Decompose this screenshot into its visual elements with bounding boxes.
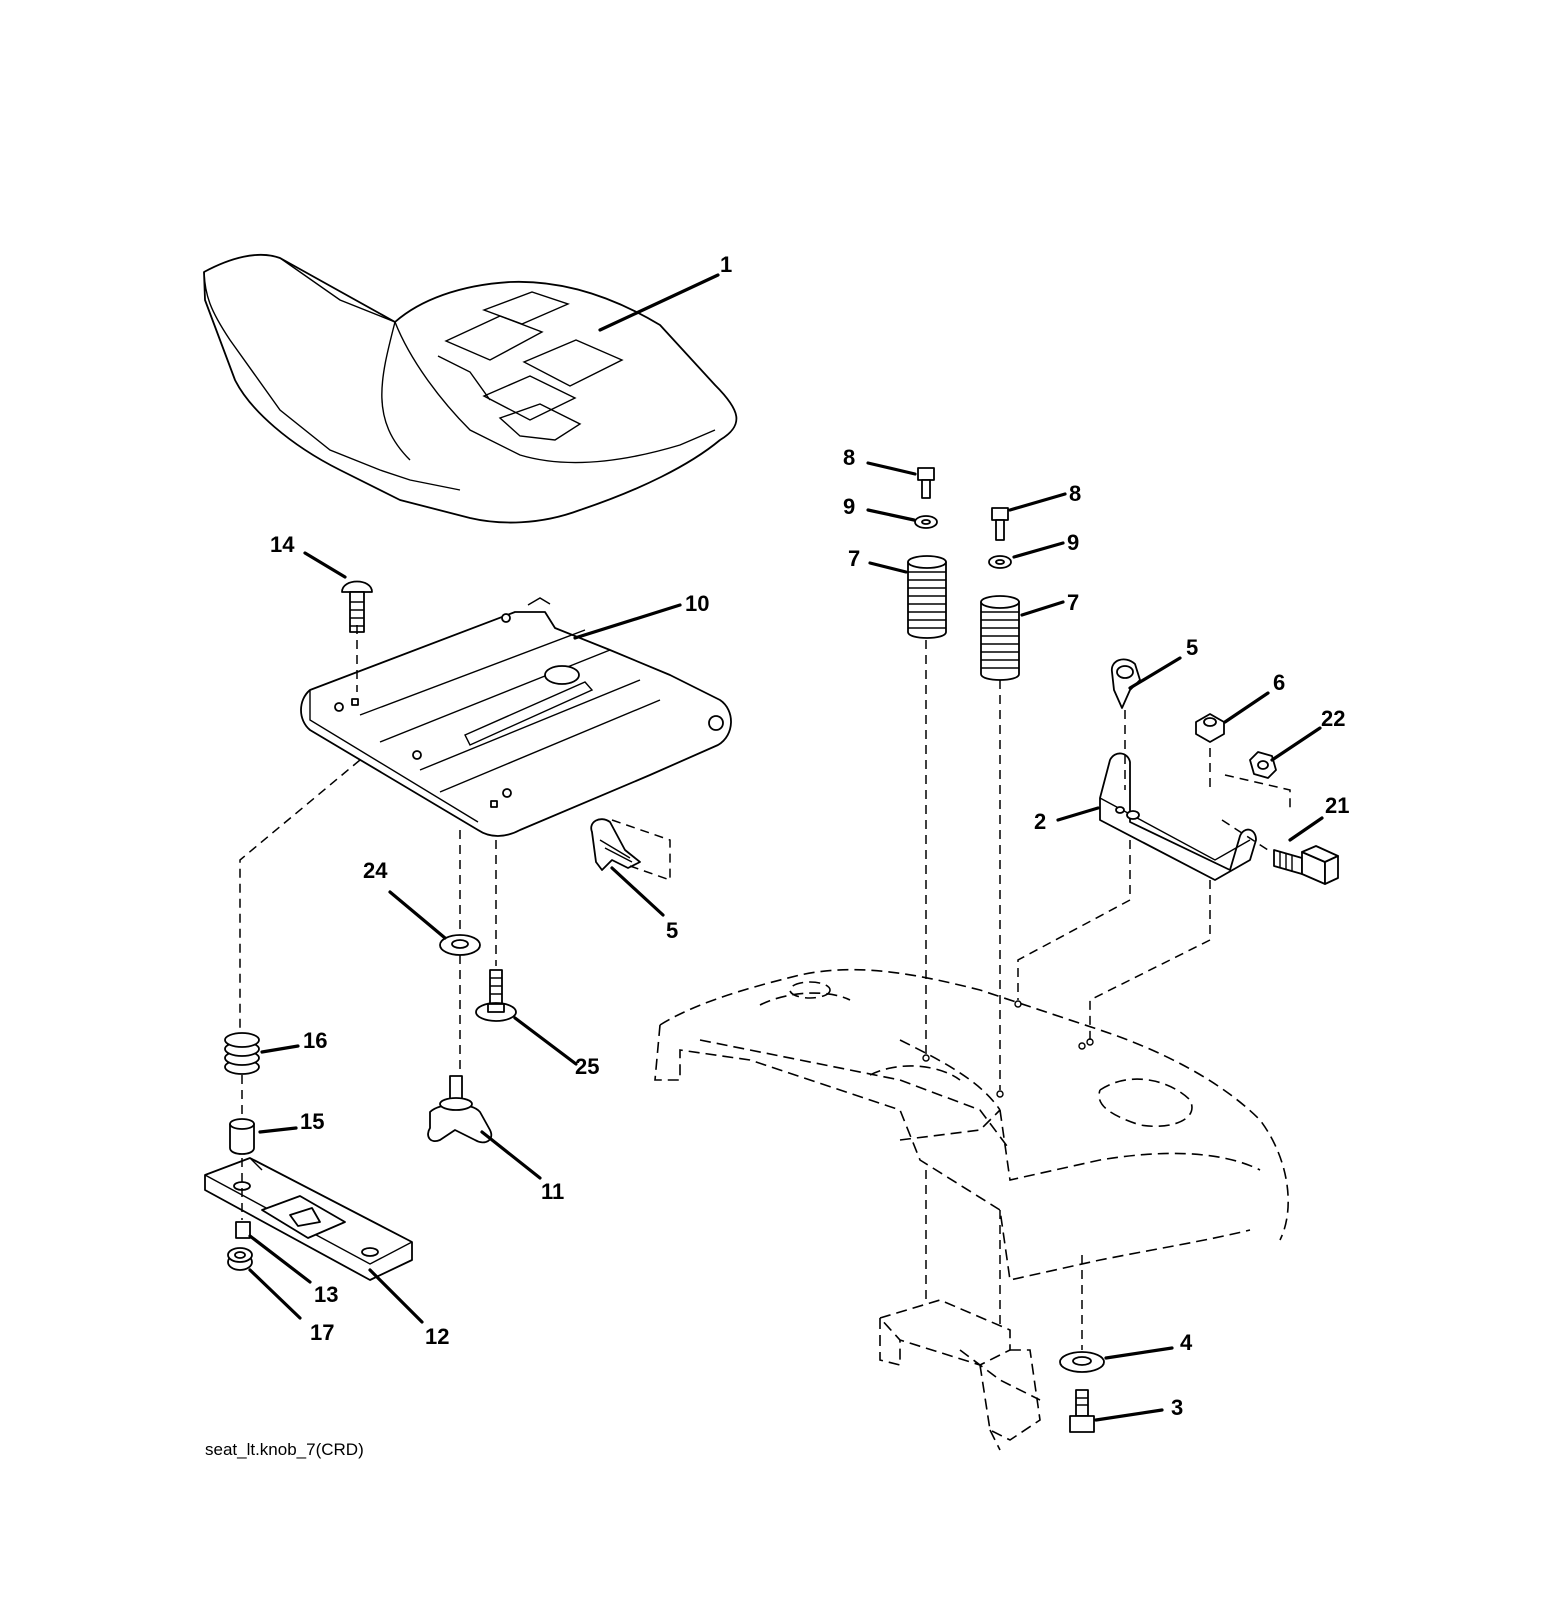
- part-spacer: [229, 1118, 255, 1155]
- callout-5-left: 5: [666, 918, 678, 943]
- part-spring-7-left: [907, 555, 947, 639]
- callout-7-left: 7: [848, 546, 860, 571]
- part-washer-9-right: [988, 555, 1012, 569]
- callout-25: 25: [575, 1054, 599, 1079]
- callout-8-right: 8: [1069, 481, 1081, 506]
- part-nut-6: [1195, 713, 1225, 743]
- callout-12: 12: [425, 1324, 449, 1349]
- callout-6: 6: [1273, 670, 1285, 695]
- part-bolt-3: [1069, 1389, 1095, 1433]
- part-carriage-bolt: [341, 580, 373, 633]
- callout-11: 11: [541, 1179, 564, 1204]
- part-washer-4: [1059, 1351, 1105, 1373]
- part-seat: [203, 253, 738, 524]
- alignment-lines: [239, 625, 1291, 1350]
- callout-9-right: 9: [1067, 530, 1079, 555]
- callout-9-left: 9: [843, 494, 855, 519]
- callout-13: 13: [314, 1282, 338, 1307]
- part-bolt-8-left: [917, 467, 935, 499]
- part-bolt-8-right: [991, 507, 1009, 541]
- callout-4: 4: [1180, 1330, 1193, 1355]
- tractor-frame-phantom: [654, 968, 1289, 1451]
- callout-22: 22: [1321, 706, 1345, 731]
- part-nut-13: [235, 1221, 251, 1239]
- part-clip-right: [1111, 658, 1141, 709]
- part-nut-17: [227, 1247, 253, 1271]
- part-washer-9-left: [914, 515, 938, 529]
- callout-21: 21: [1325, 793, 1349, 818]
- callout-1: 1: [720, 252, 732, 277]
- part-bracket-plate: [204, 1157, 413, 1281]
- callout-labels: 1 14 10 8 9 7 8 9 7 5 6 22 2 21 24 5 25 …: [270, 252, 1349, 1420]
- part-spring-16: [224, 1032, 260, 1075]
- callout-10: 10: [685, 591, 709, 616]
- callout-5-right: 5: [1186, 635, 1198, 660]
- callout-15: 15: [300, 1109, 324, 1134]
- callout-8-left: 8: [843, 445, 855, 470]
- part-spring-7-right: [980, 595, 1020, 681]
- callout-2: 2: [1034, 809, 1046, 834]
- callout-17: 17: [310, 1320, 334, 1345]
- leader-lines: [248, 273, 1324, 1422]
- callout-3: 3: [1171, 1395, 1183, 1420]
- part-knob: [427, 1075, 493, 1144]
- part-clip-left: [590, 818, 641, 871]
- drawing-code: seat_lt.knob_7(CRD): [205, 1440, 364, 1459]
- callout-16: 16: [303, 1028, 327, 1053]
- part-nut-22: [1249, 751, 1277, 779]
- part-shoulder-bolt: [475, 969, 517, 1022]
- part-bracket-2: [1099, 752, 1257, 881]
- callout-24: 24: [363, 858, 388, 883]
- part-seat-pan: [300, 597, 732, 837]
- part-bolt-21: [1273, 845, 1339, 885]
- callout-7-right: 7: [1067, 590, 1079, 615]
- callout-14: 14: [270, 532, 295, 557]
